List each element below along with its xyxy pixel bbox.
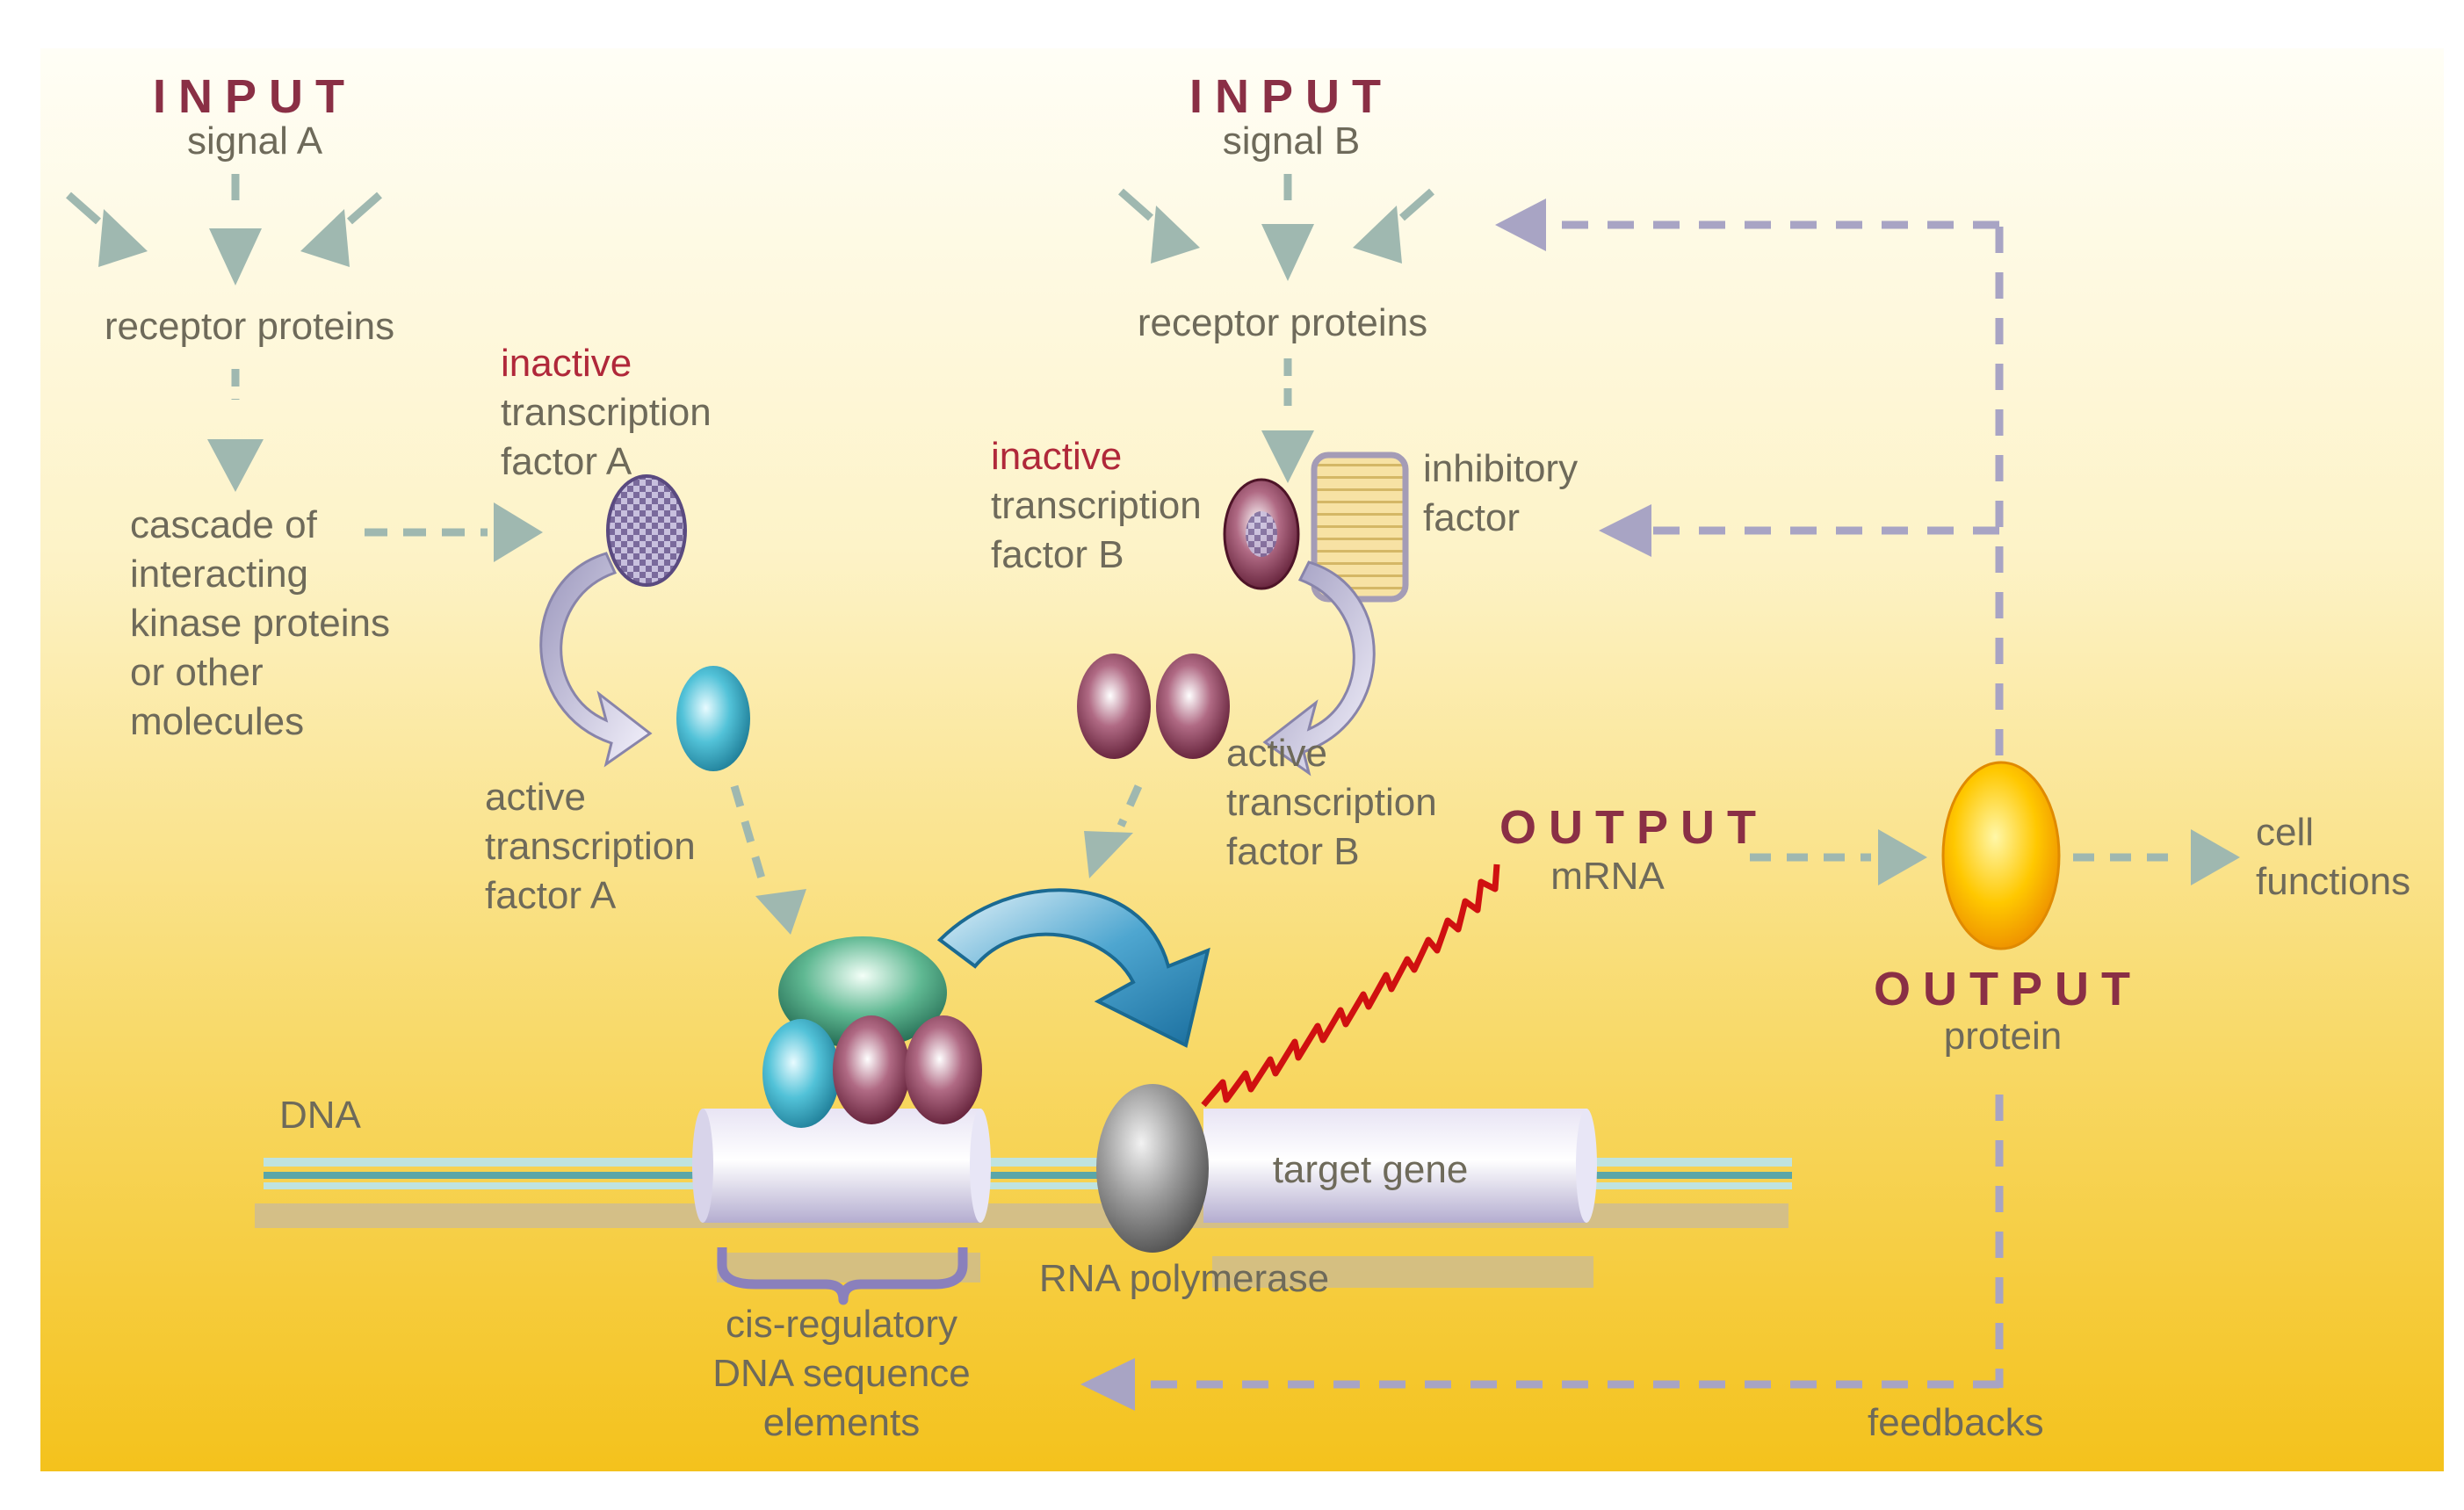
dna-label: DNA bbox=[279, 1094, 362, 1137]
svg-text:interacting: interacting bbox=[130, 553, 308, 596]
bound-tf-b-right bbox=[905, 1015, 982, 1124]
inhibitory-factor-label: inhibitory factor bbox=[1423, 447, 1578, 539]
svg-text:transcription: transcription bbox=[485, 825, 696, 868]
cis-regulatory-block bbox=[703, 1109, 980, 1223]
svg-text:elements: elements bbox=[763, 1401, 921, 1444]
input-b-heading: INPUT bbox=[1189, 70, 1393, 123]
dna-strand-mid bbox=[264, 1172, 1792, 1179]
cis-regulatory-bracket bbox=[717, 1247, 968, 1305]
bound-tf-a bbox=[762, 1019, 840, 1128]
panel-background bbox=[40, 48, 2444, 1471]
input-a-heading: INPUT bbox=[153, 70, 357, 123]
inactive-tf-b-core bbox=[1246, 511, 1277, 557]
svg-text:inactive: inactive bbox=[501, 342, 632, 385]
svg-text:transcription: transcription bbox=[501, 391, 712, 434]
svg-text:functions: functions bbox=[2256, 860, 2410, 903]
svg-text:factor A: factor A bbox=[485, 874, 617, 917]
svg-text:active: active bbox=[1226, 732, 1327, 775]
active-transcription-factor-b-label: active transcription factor B bbox=[1226, 732, 1437, 873]
activation-arrow-a bbox=[539, 552, 653, 768]
svg-text:cis-regulatory: cis-regulatory bbox=[726, 1303, 957, 1346]
cis-block-shadow bbox=[717, 1253, 980, 1282]
gene-block-cap-right bbox=[1576, 1109, 1597, 1223]
inactive-transcription-factor-a-label: inactive transcription factor A bbox=[501, 342, 712, 483]
transcription-activation-arrow bbox=[936, 888, 1210, 1048]
receptor-proteins-b-label: receptor proteins bbox=[1138, 301, 1427, 344]
svg-text:DNA sequence: DNA sequence bbox=[712, 1352, 971, 1395]
rna-polymerase-label: RNA polymerase bbox=[1039, 1257, 1329, 1300]
svg-text:inactive: inactive bbox=[991, 435, 1122, 478]
cell-functions-label: cell functions bbox=[2256, 811, 2410, 903]
tfb-to-dna-arrow bbox=[1084, 784, 1143, 878]
target-gene-label: target gene bbox=[1273, 1148, 1469, 1191]
active-tf-b-left bbox=[1077, 654, 1151, 759]
cis-regulatory-label: cis-regulatory DNA sequence elements bbox=[712, 1303, 971, 1444]
gene-block-shadow bbox=[1212, 1256, 1593, 1288]
dna-strand-bottom bbox=[264, 1182, 1792, 1189]
activation-arrow-b bbox=[1262, 560, 1376, 777]
active-tf-b-right bbox=[1156, 654, 1230, 759]
output-protein-shape bbox=[1941, 761, 2061, 950]
input-b-signal: signal B bbox=[1223, 119, 1361, 163]
input-b-arrows bbox=[1118, 174, 1434, 281]
svg-text:active: active bbox=[485, 776, 586, 819]
receptor-b-to-tfb-arrow bbox=[1261, 358, 1314, 483]
input-a-arrows bbox=[66, 174, 382, 285]
mrna-squiggle bbox=[1201, 863, 1500, 1108]
output-protein-heading: OUTPUT bbox=[1874, 963, 2142, 1015]
output-mrna-label: mRNA bbox=[1550, 855, 1665, 898]
active-transcription-factor-a-label: active transcription factor A bbox=[485, 776, 696, 917]
inactive-transcription-factor-b-label: inactive transcription factor B bbox=[991, 435, 1202, 576]
cis-block-cap-right bbox=[970, 1109, 991, 1223]
tfa-to-dna-arrow bbox=[730, 784, 806, 935]
cis-block-cap-left bbox=[692, 1109, 713, 1223]
target-gene-block bbox=[1203, 1109, 1586, 1223]
feedbacks-label: feedbacks bbox=[1868, 1401, 2044, 1444]
svg-text:factor B: factor B bbox=[1226, 830, 1360, 873]
output-protein-label: protein bbox=[1944, 1015, 2063, 1058]
bound-tf-b-left bbox=[833, 1015, 910, 1124]
feedback-arrows bbox=[1080, 199, 2004, 1411]
svg-text:factor: factor bbox=[1423, 496, 1520, 539]
svg-text:or other: or other bbox=[130, 651, 264, 694]
input-a-signal: signal A bbox=[187, 119, 323, 163]
mediator-complex bbox=[778, 936, 947, 1049]
cascade-label: cascade of interacting kinase proteins o… bbox=[130, 503, 390, 743]
svg-text:cascade of: cascade of bbox=[130, 503, 318, 546]
inactive-tf-a-shape bbox=[606, 474, 687, 587]
svg-text:molecules: molecules bbox=[130, 700, 304, 743]
receptor-proteins-a-label: receptor proteins bbox=[105, 305, 394, 348]
svg-text:transcription: transcription bbox=[991, 484, 1202, 527]
receptor-to-cascade-arrow bbox=[207, 369, 264, 492]
mrna-to-protein-arrow bbox=[1750, 829, 1927, 885]
rna-polymerase-shape bbox=[1096, 1084, 1209, 1253]
svg-text:factor B: factor B bbox=[991, 533, 1124, 576]
svg-text:inhibitory: inhibitory bbox=[1423, 447, 1578, 490]
active-tf-a-shape bbox=[676, 666, 750, 771]
dna-strand-top bbox=[264, 1158, 1792, 1167]
protein-to-cell-functions-arrow bbox=[2073, 829, 2240, 885]
output-mrna-heading: OUTPUT bbox=[1499, 801, 1768, 854]
svg-text:factor A: factor A bbox=[501, 440, 632, 483]
svg-text:kinase proteins: kinase proteins bbox=[130, 602, 390, 645]
svg-text:transcription: transcription bbox=[1226, 781, 1437, 824]
svg-text:cell: cell bbox=[2256, 811, 2314, 854]
cascade-to-tfa-arrow bbox=[365, 502, 543, 562]
